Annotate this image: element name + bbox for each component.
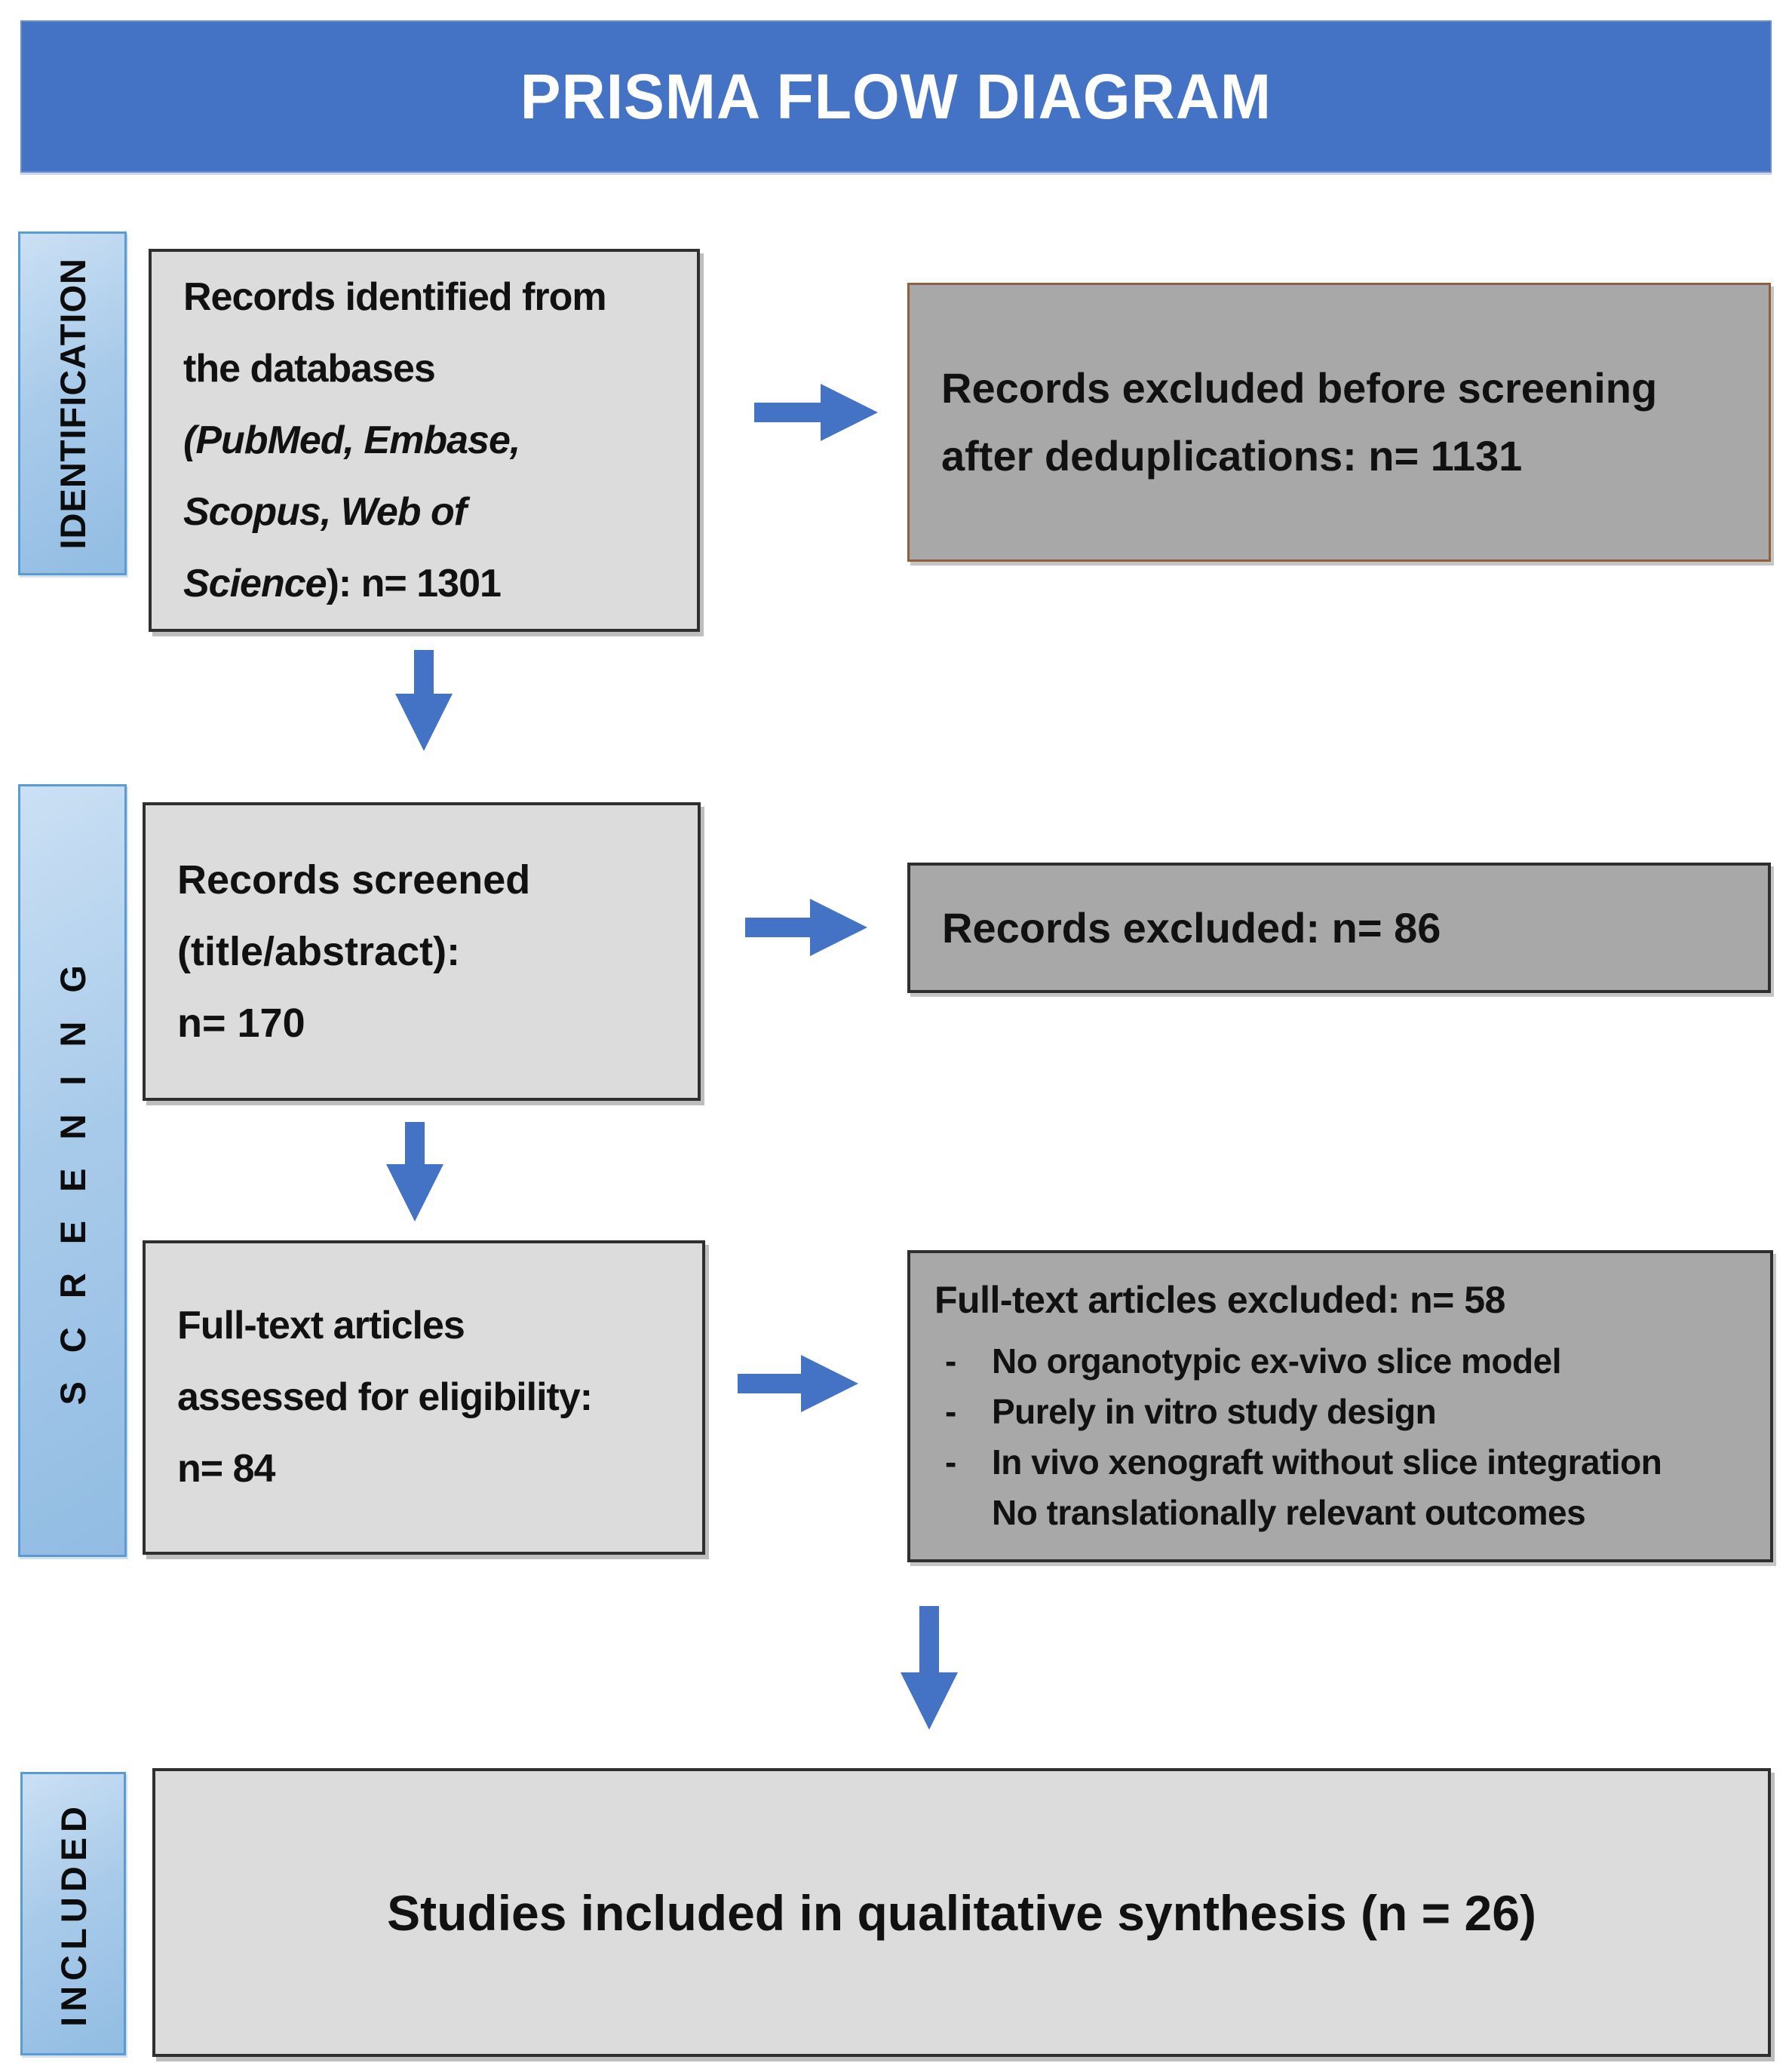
arrow-shaft xyxy=(738,1374,801,1393)
stage-label-identification: IDENTIFICATION xyxy=(18,231,127,575)
arrow-shaft xyxy=(745,918,810,937)
title-bar: PRISMA FLOW DIAGRAM xyxy=(20,20,1772,173)
arrow-right-identification-icon xyxy=(754,384,878,441)
box-text-line: (title/abstract): xyxy=(177,928,461,974)
box-text-line: Records excluded: n= 86 xyxy=(942,903,1441,952)
stage-label-included-text: INCLUDED xyxy=(53,1801,94,2027)
box-text-line: Records excluded before screening xyxy=(941,364,1658,412)
exclusion-reason-item: -No organotypic ex-vivo slice model xyxy=(945,1341,1561,1381)
box-text-line: n= 84 xyxy=(177,1447,275,1491)
box-text-line: Records screened xyxy=(177,857,531,903)
stage-label-screening-text: SCREENING xyxy=(52,936,93,1405)
box-text-line: Records identified from xyxy=(183,274,607,319)
box-text-line: (PubMed, Embase, xyxy=(183,418,520,462)
box-fulltext-excluded: Full-text articles excluded: n= 58 -No o… xyxy=(907,1250,1773,1562)
fulltext-excluded-title: Full-text articles excluded: n= 58 xyxy=(934,1279,1505,1321)
stage-label-identification-text: IDENTIFICATION xyxy=(52,257,93,550)
box-text-line: n= 170 xyxy=(177,1000,305,1046)
arrow-shaft xyxy=(754,403,821,422)
arrow-down-identified-to-screened-icon xyxy=(395,650,453,751)
arrow-shaft xyxy=(414,650,434,694)
box-text-line: Scopus, Web of xyxy=(183,489,467,534)
studies-included-text: Studies included in qualitative synthesi… xyxy=(387,1884,1536,1941)
arrow-head xyxy=(810,899,867,956)
stage-label-screening: SCREENING xyxy=(18,784,127,1557)
arrow-head xyxy=(821,384,878,441)
arrow-down-to-included-icon xyxy=(901,1606,958,1730)
exclusion-reason-item: -In vivo xenograft without slice integra… xyxy=(945,1442,1662,1482)
box-text-line: after deduplications: n= 1131 xyxy=(941,432,1523,480)
arrow-head xyxy=(801,1355,858,1412)
arrow-head xyxy=(901,1672,958,1730)
box-studies-included: Studies included in qualitative synthesi… xyxy=(152,1768,1771,2057)
box-records-excluded-dedup: Records excluded before screening after d… xyxy=(907,283,1771,562)
page-title: PRISMA FLOW DIAGRAM xyxy=(520,60,1272,132)
arrow-shaft xyxy=(919,1606,939,1672)
arrow-down-screened-to-fulltext-icon xyxy=(386,1122,443,1221)
arrow-head xyxy=(386,1164,443,1221)
exclusion-reason-item: -Purely in vitro study design xyxy=(945,1392,1437,1431)
box-records-identified: Records identified from the databases (Pub… xyxy=(149,249,700,632)
stage-label-included: INCLUDED xyxy=(20,1772,126,2055)
box-text-line: assessed for eligibility: xyxy=(177,1375,593,1419)
box-fulltext-assessed: Full-text articles assessed for eligibili… xyxy=(143,1240,705,1555)
arrow-right-screening-icon xyxy=(745,899,867,956)
fulltext-excluded-reasons: -No organotypic ex-vivo slice model -Pure… xyxy=(934,1336,1752,1538)
box-text-line: Full-text articles xyxy=(177,1304,465,1347)
box-records-screened: Records screened (title/abstract): n= 170 xyxy=(143,802,701,1101)
box-text-line: Science): n= 1301 xyxy=(183,561,502,605)
arrow-shaft xyxy=(405,1122,425,1164)
box-records-excluded-screening: Records excluded: n= 86 xyxy=(907,863,1771,993)
arrow-right-eligibility-icon xyxy=(738,1355,858,1412)
box-text-line: the databases xyxy=(183,346,436,391)
arrow-head xyxy=(395,694,453,751)
exclusion-reason-item: No translationally relevant outcomes xyxy=(992,1493,1586,1532)
